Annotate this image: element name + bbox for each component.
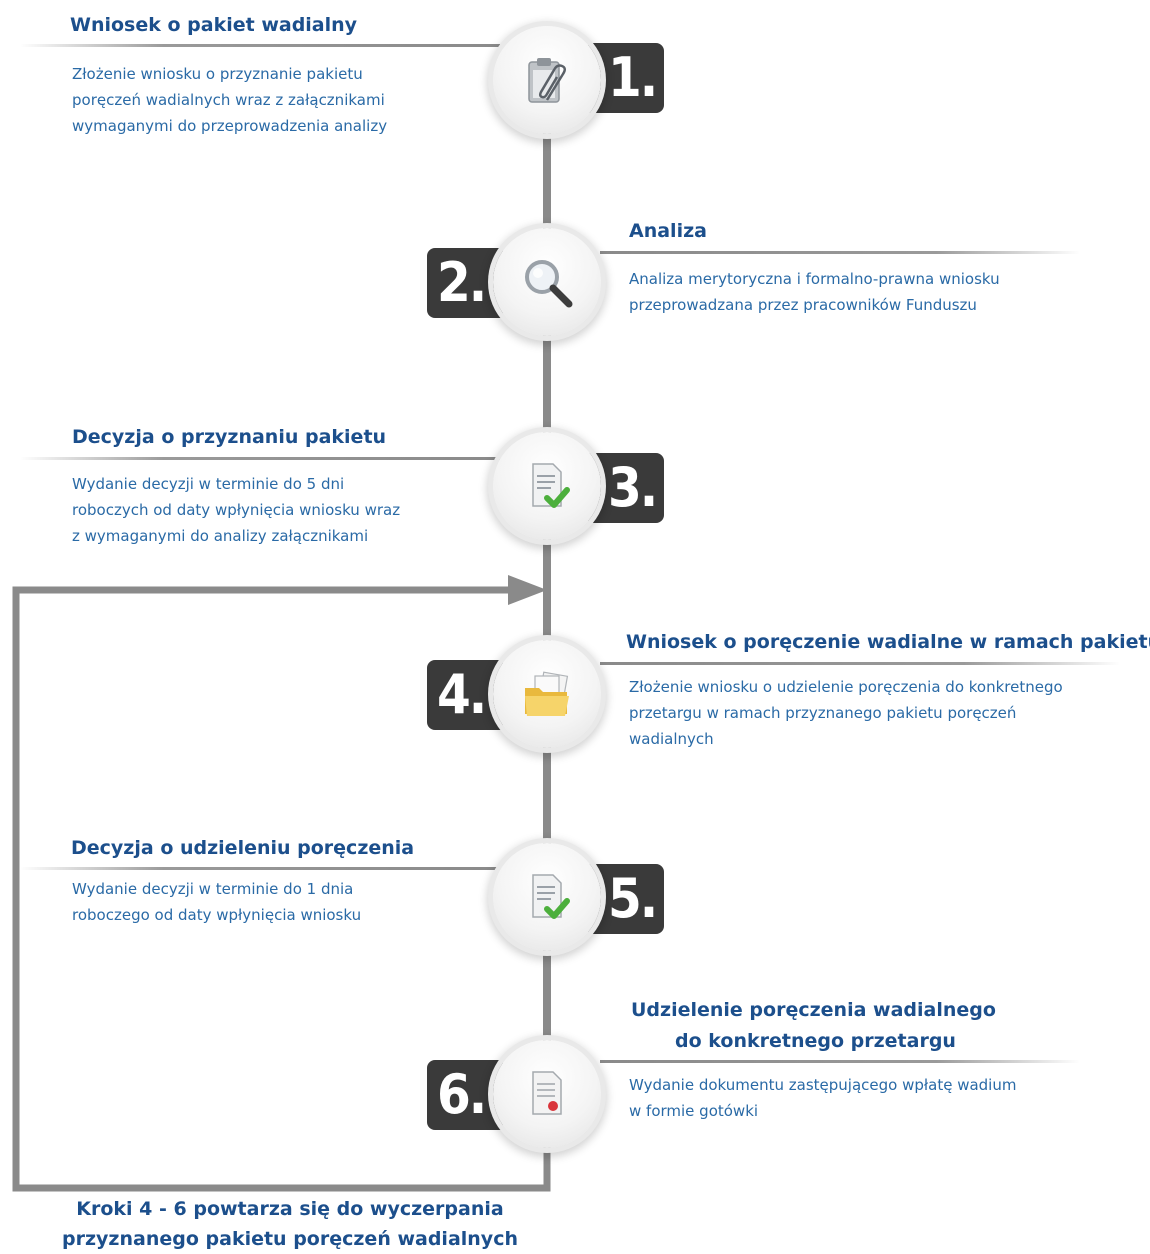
step-6-title-line2: do konkretnego przetargu: [675, 1030, 956, 1052]
document-check-icon: [532, 874, 570, 919]
step-3-number: 3.: [588, 453, 664, 523]
step-4-rule: [600, 662, 1120, 665]
footer-note: Kroki 4 - 6 powtarza się do wyczerpania …: [0, 1194, 580, 1254]
magnifier-icon: [525, 260, 573, 308]
loop-line: [12, 586, 551, 1192]
footer-line-1: Kroki 4 - 6 powtarza się do wyczerpania: [76, 1198, 504, 1220]
step-5-rule: [20, 867, 500, 870]
step-6-description: Wydanie dokumentu zastępującego wpłatę w…: [629, 1076, 1017, 1120]
step-2-icon-circle: [493, 228, 601, 336]
step-2-description: Analiza merytoryczna i formalno-prawna w…: [629, 270, 1000, 314]
step-6-title-line1: Udzielenie poręczenia wadialnego: [631, 999, 996, 1021]
step-2-number: 2.: [427, 248, 503, 318]
step-4-description: Złożenie wniosku o udzielenie poręczenia…: [629, 678, 1063, 748]
step-4-icon-circle: [493, 640, 601, 748]
step-1-description: Złożenie wniosku o przyznanie pakietu po…: [72, 65, 388, 135]
step-3-rule: [20, 457, 500, 460]
document-check-icon: [532, 463, 570, 508]
step-5-title: Decyzja o udzieleniu poręczenia: [71, 837, 415, 859]
step-5-icon-circle: [493, 843, 601, 951]
folder-documents-icon: [525, 671, 569, 716]
step-6-icon-circle: [493, 1040, 601, 1148]
clipboard-paperclip-icon: [528, 58, 566, 103]
step-3-title: Decyzja o przyznaniu pakietu: [72, 426, 387, 448]
step-3-icon-circle: [493, 432, 601, 540]
step-1-rule: [20, 44, 500, 47]
step-1-icon-circle: [493, 26, 601, 134]
step-2-rule: [600, 251, 1080, 254]
step-5-description: Wydanie decyzji w terminie do 1 dnia rob…: [72, 880, 362, 924]
step-1-title: Wniosek o pakiet wadialny: [70, 14, 358, 36]
footer-line-2: przyznanego pakietu poręczeń wadialnych: [62, 1228, 518, 1250]
step-3-description: Wydanie decyzji w terminie do 5 dni robo…: [72, 475, 401, 545]
step-6-rule: [600, 1060, 1080, 1063]
certificate-seal-icon: [532, 1071, 562, 1115]
loop-arrowhead: [508, 575, 547, 605]
step-6-number: 6.: [427, 1060, 503, 1130]
step-4-title: Wniosek o poręczenie wadialne w ramach p…: [626, 631, 1150, 653]
step-1-number: 1.: [588, 43, 664, 113]
step-4-number: 4.: [427, 660, 503, 730]
step-2-title: Analiza: [629, 220, 707, 242]
